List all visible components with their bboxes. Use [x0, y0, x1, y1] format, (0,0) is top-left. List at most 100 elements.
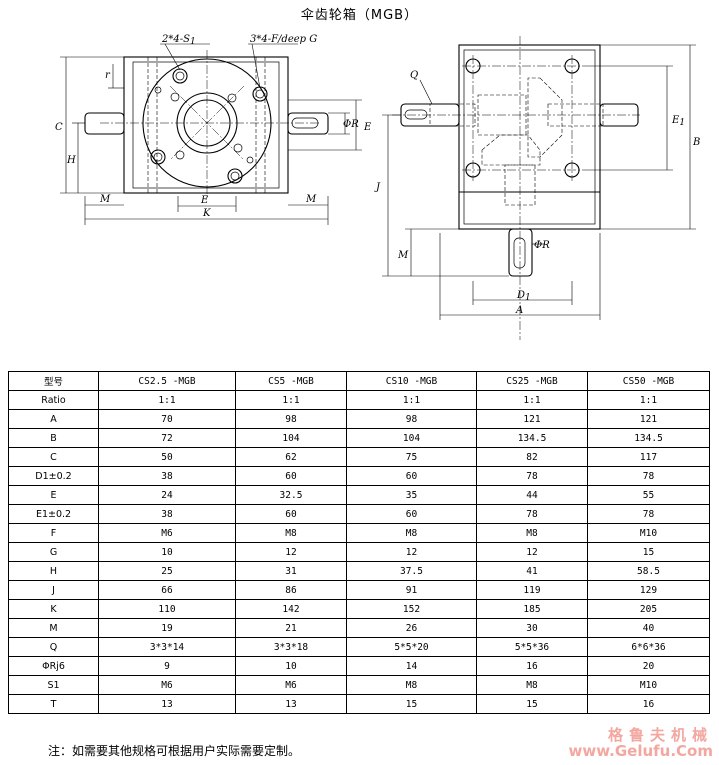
table-cell: 30 — [476, 618, 588, 638]
table-cell: 121 — [476, 409, 588, 429]
table-cell: 31 — [235, 561, 347, 581]
table-cell: 60 — [346, 466, 477, 486]
table-cell: 75 — [346, 447, 477, 467]
table-cell: 32.5 — [235, 485, 347, 505]
table-cell: 50 — [98, 447, 236, 467]
left-housing-outline — [123, 56, 289, 194]
right-housing-outline — [458, 44, 601, 230]
table-cell: 12 — [346, 542, 477, 562]
table-row-label: ΦRj6 — [8, 656, 99, 676]
table-cell: 24 — [98, 485, 236, 505]
table-cell: 35 — [346, 485, 477, 505]
label-s1: 2*4-S1 — [161, 34, 196, 47]
table-cell: 134.5 — [476, 428, 588, 448]
table-header-cell: CS25 -MGB — [476, 371, 588, 391]
table-row-label: S1 — [8, 675, 99, 695]
table-cell: M8 — [476, 675, 588, 695]
label-d1: D1 — [516, 290, 531, 303]
table-cell: M10 — [587, 523, 710, 543]
table-cell: 13 — [98, 694, 236, 714]
table-cell: M8 — [476, 523, 588, 543]
table-row-label: D1±0.2 — [8, 466, 99, 486]
table-row-label: Ratio — [8, 390, 99, 410]
table-cell: 38 — [98, 504, 236, 524]
table-cell: 15 — [476, 694, 588, 714]
table-cell: 78 — [587, 466, 710, 486]
left-shaft-east — [287, 112, 329, 135]
table-cell: 19 — [98, 618, 236, 638]
table-cell: 16 — [587, 694, 710, 714]
label-j: J — [374, 182, 381, 193]
table-cell: 13 — [235, 694, 347, 714]
table-header-row: 型号 CS2.5 -MGB CS5 -MGB CS10 -MGB CS25 -M… — [8, 371, 710, 391]
spec-table: 型号 CS2.5 -MGB CS5 -MGB CS10 -MGB CS25 -M… — [8, 371, 710, 714]
table-cell: 110 — [98, 599, 236, 619]
table-cell: 3*3*18 — [235, 637, 347, 657]
table-cell: 104 — [235, 428, 347, 448]
label-b: B — [692, 137, 700, 148]
table-cell: M6 — [98, 675, 236, 695]
table-row-label: M — [8, 618, 99, 638]
label-phi-r-right: ΦR — [534, 240, 550, 251]
right-shaft-east — [599, 103, 639, 127]
table-row-label: J — [8, 580, 99, 600]
table-row-label: Q — [8, 637, 99, 657]
table-row-label: K — [8, 599, 99, 619]
table-cell: 70 — [98, 409, 236, 429]
left-view: 2*4-S1 3*4-F/deep G r C H ΦR E E M M K — [55, 34, 372, 225]
right-shaft-south — [508, 228, 533, 277]
table-cell: 72 — [98, 428, 236, 448]
table-cell: 6*6*36 — [587, 637, 710, 657]
table-row-label: T — [8, 694, 99, 714]
table-cell: 82 — [476, 447, 588, 467]
technical-drawing: 2*4-S1 3*4-F/deep G r C H ΦR E E M M K — [55, 34, 700, 340]
table-cell: 37.5 — [346, 561, 477, 581]
table-cell: 66 — [98, 580, 236, 600]
table-cell: 41 — [476, 561, 588, 581]
table-cell: 9 — [98, 656, 236, 676]
table-cell: 58.5 — [587, 561, 710, 581]
table-cell: 78 — [476, 504, 588, 524]
table-cell: 129 — [587, 580, 710, 600]
table-cell: 12 — [235, 542, 347, 562]
label-m-west: M — [99, 194, 111, 205]
table-cell: 40 — [587, 618, 710, 638]
table-cell: 1:1 — [346, 390, 477, 410]
table-cell: 1:1 — [587, 390, 710, 410]
table-row-label: G — [8, 542, 99, 562]
table-cell: 142 — [235, 599, 347, 619]
table-cell: 104 — [346, 428, 477, 448]
table-cell: 78 — [476, 466, 588, 486]
table-cell: 98 — [346, 409, 477, 429]
table-cell: 1:1 — [98, 390, 236, 410]
table-cell: 14 — [346, 656, 477, 676]
table-cell: 98 — [235, 409, 347, 429]
table-cell: 44 — [476, 485, 588, 505]
page-title: 伞齿轮箱（MGB） — [300, 8, 419, 23]
table-cell: 185 — [476, 599, 588, 619]
label-e1: E1 — [671, 115, 685, 128]
footnote: 注：如需要其他规格可根据用户实际需要定制。 — [48, 744, 301, 758]
table-row-label: E1±0.2 — [8, 504, 99, 524]
table-cell: 78 — [587, 504, 710, 524]
table-row-label: C — [8, 447, 99, 467]
table-header-cell: 型号 — [8, 371, 99, 391]
table-row-label: A — [8, 409, 99, 429]
table-cell: 91 — [346, 580, 477, 600]
table-cell: 5*5*36 — [476, 637, 588, 657]
right-view: Q E1 B J M ΦR D1 A — [374, 36, 700, 340]
label-c: C — [55, 122, 63, 133]
table-cell: 60 — [346, 504, 477, 524]
table-cell: 152 — [346, 599, 477, 619]
label-m-east: M — [305, 194, 317, 205]
